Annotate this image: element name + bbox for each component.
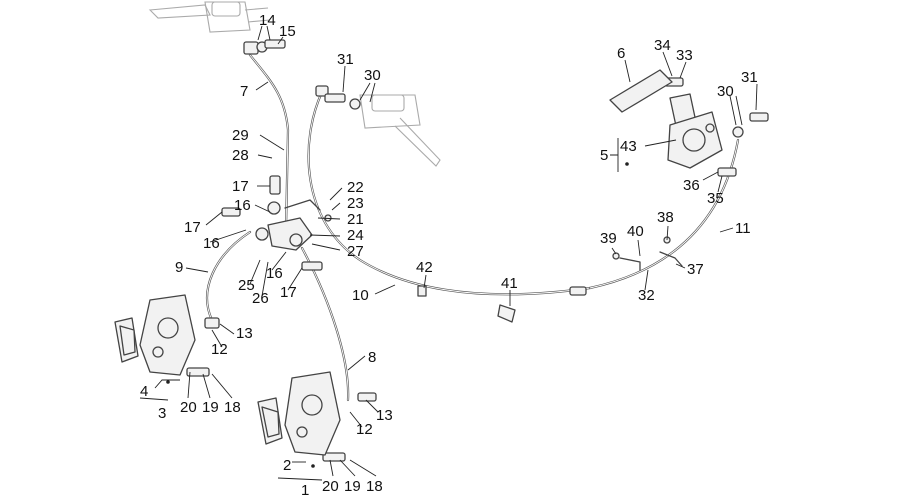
callout: 21 bbox=[347, 211, 364, 228]
callout: 2 bbox=[283, 457, 291, 474]
callout: 24 bbox=[347, 227, 364, 244]
callout: 33 bbox=[676, 47, 693, 64]
hose-fittings bbox=[243, 41, 744, 323]
callout: 25 bbox=[238, 277, 255, 294]
callout: 43 bbox=[620, 138, 637, 155]
callout: 1 bbox=[301, 482, 309, 499]
callout: 31 bbox=[337, 51, 354, 68]
callout: 37 bbox=[687, 261, 704, 278]
callout: 9 bbox=[175, 259, 183, 276]
group-markers bbox=[166, 162, 629, 468]
callout: 28 bbox=[232, 147, 249, 164]
callout: 14 bbox=[259, 12, 276, 29]
hose-splitter-block bbox=[255, 199, 332, 251]
callout: 5 bbox=[600, 147, 608, 164]
callout: 32 bbox=[638, 287, 655, 304]
callout: 16 bbox=[234, 197, 251, 214]
rear-master-cylinder bbox=[359, 94, 441, 167]
callout: 30 bbox=[364, 67, 381, 84]
rear-caliper bbox=[609, 69, 723, 169]
callout: 18 bbox=[366, 478, 383, 495]
front-caliper-right bbox=[257, 371, 341, 456]
callout: 15 bbox=[279, 23, 296, 40]
callout: 20 bbox=[322, 478, 339, 495]
callout: 27 bbox=[347, 243, 364, 260]
callout: 12 bbox=[211, 341, 228, 358]
callout: 38 bbox=[657, 209, 674, 226]
callout: 19 bbox=[344, 478, 361, 495]
callout: 39 bbox=[600, 230, 617, 247]
callout: 17 bbox=[280, 284, 297, 301]
callout: 29 bbox=[232, 127, 249, 144]
callout: 17 bbox=[184, 219, 201, 236]
callout: 35 bbox=[707, 190, 724, 207]
callout: 19 bbox=[202, 399, 219, 416]
callout: 30 bbox=[717, 83, 734, 100]
callout: 22 bbox=[347, 179, 364, 196]
callout: 41 bbox=[501, 275, 518, 292]
bolts bbox=[186, 39, 769, 462]
callout: 26 bbox=[252, 290, 269, 307]
callout: 13 bbox=[376, 407, 393, 424]
callout: 4 bbox=[140, 383, 148, 400]
callout: 23 bbox=[347, 195, 364, 212]
front-master-cylinder-left bbox=[148, 1, 271, 33]
callout: 18 bbox=[224, 399, 241, 416]
callout: 20 bbox=[180, 399, 197, 416]
callout: 17 bbox=[232, 178, 249, 195]
callout: 34 bbox=[654, 37, 671, 54]
callout: 36 bbox=[683, 177, 700, 194]
callout: 11 bbox=[735, 220, 751, 237]
callout: 3 bbox=[158, 405, 166, 422]
callout: 10 bbox=[352, 287, 369, 304]
callout: 6 bbox=[617, 45, 625, 62]
callout: 31 bbox=[741, 69, 758, 86]
leader-lines bbox=[139, 25, 758, 481]
callout: 13 bbox=[236, 325, 253, 342]
callout: 12 bbox=[356, 421, 373, 438]
callout: 16 bbox=[266, 265, 283, 282]
callout: 7 bbox=[240, 83, 248, 100]
brake-hoses bbox=[206, 53, 740, 402]
callout: 16 bbox=[203, 235, 220, 252]
callout: 8 bbox=[368, 349, 376, 366]
callout: 42 bbox=[416, 259, 433, 276]
front-caliper-left bbox=[114, 294, 196, 376]
callout: 40 bbox=[627, 223, 644, 240]
callout-labels: 14 15 7 31 30 29 28 17 16 17 16 22 23 21… bbox=[140, 12, 758, 499]
